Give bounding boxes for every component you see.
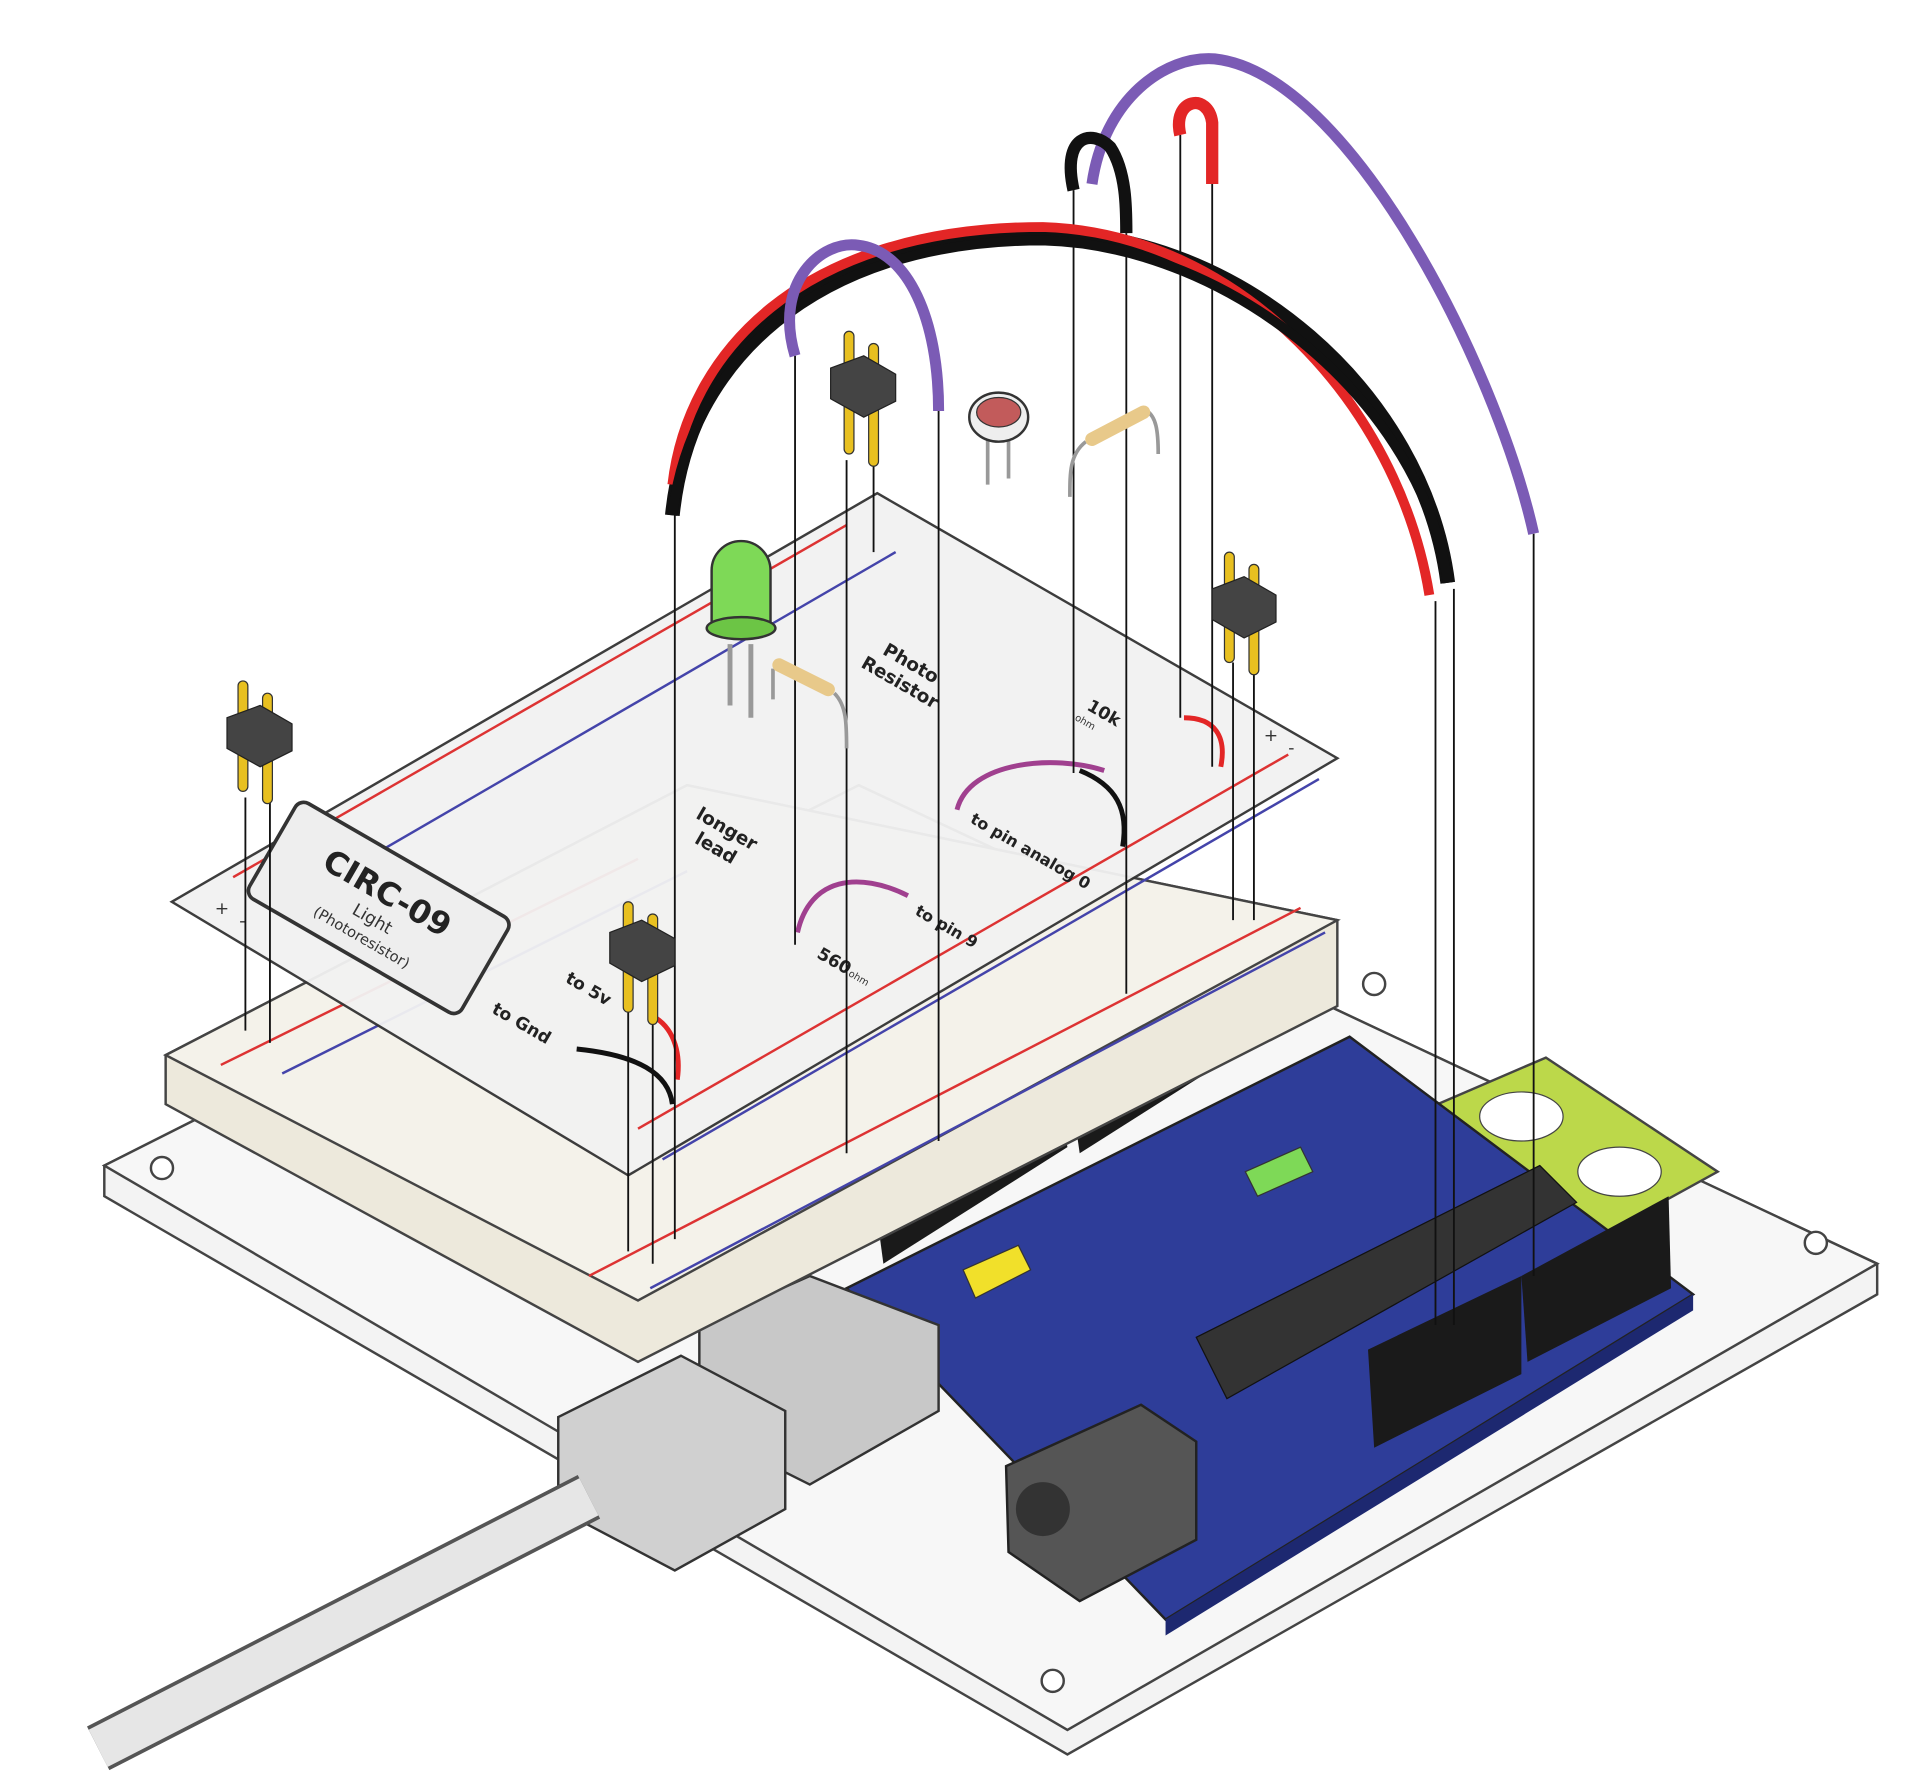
header-socket (1368, 1275, 1522, 1448)
status-led (1244, 1146, 1314, 1198)
jumper-wire-purple (954, 760, 1105, 811)
wire-purple-long (1086, 53, 1540, 535)
crystal (962, 1244, 1032, 1299)
power-jack (1004, 1403, 1198, 1603)
minus-rail-mark: - (239, 911, 245, 931)
resistor-10k-ohm (1068, 405, 1161, 497)
usb-connector (86, 1274, 940, 1771)
mounting-hole (1803, 1230, 1829, 1256)
mounting-hole (149, 1155, 175, 1181)
header-pin (609, 901, 676, 1026)
wire-red-long (667, 222, 1435, 596)
mounting-hole (1040, 1668, 1065, 1694)
breadboard-template-sheet: + - + - CIRC-09 Light (Photoresistor) Ph… (169, 491, 1340, 1177)
wire-black-long (665, 225, 1456, 584)
photoresistor (968, 391, 1030, 485)
header-pin (226, 680, 293, 805)
plus-rail-mark: + (215, 899, 229, 919)
jumper-wire-red (1183, 715, 1225, 768)
plus-rail-mark: + (1264, 726, 1278, 746)
circuit-title-box: CIRC-09 Light (Photoresistor) (246, 800, 511, 1016)
header-pin (1211, 551, 1277, 676)
placement-guide-lines (244, 134, 1535, 1326)
header-socket (1521, 1196, 1672, 1362)
wire-black-short (1064, 131, 1133, 234)
wire-purple-short (784, 239, 945, 412)
minus-rail-mark: - (1288, 738, 1294, 758)
mounting-hole (1361, 971, 1387, 997)
wire-red-short (1172, 96, 1219, 185)
header-pin (830, 330, 897, 467)
jumper-wire-black (576, 1046, 675, 1105)
jumper-wire-purple (795, 879, 910, 933)
jumper-wire-black (1078, 768, 1127, 847)
microcontroller-chip (1195, 1164, 1578, 1400)
resistor-560-ohm (771, 658, 849, 749)
green-led (705, 539, 777, 718)
